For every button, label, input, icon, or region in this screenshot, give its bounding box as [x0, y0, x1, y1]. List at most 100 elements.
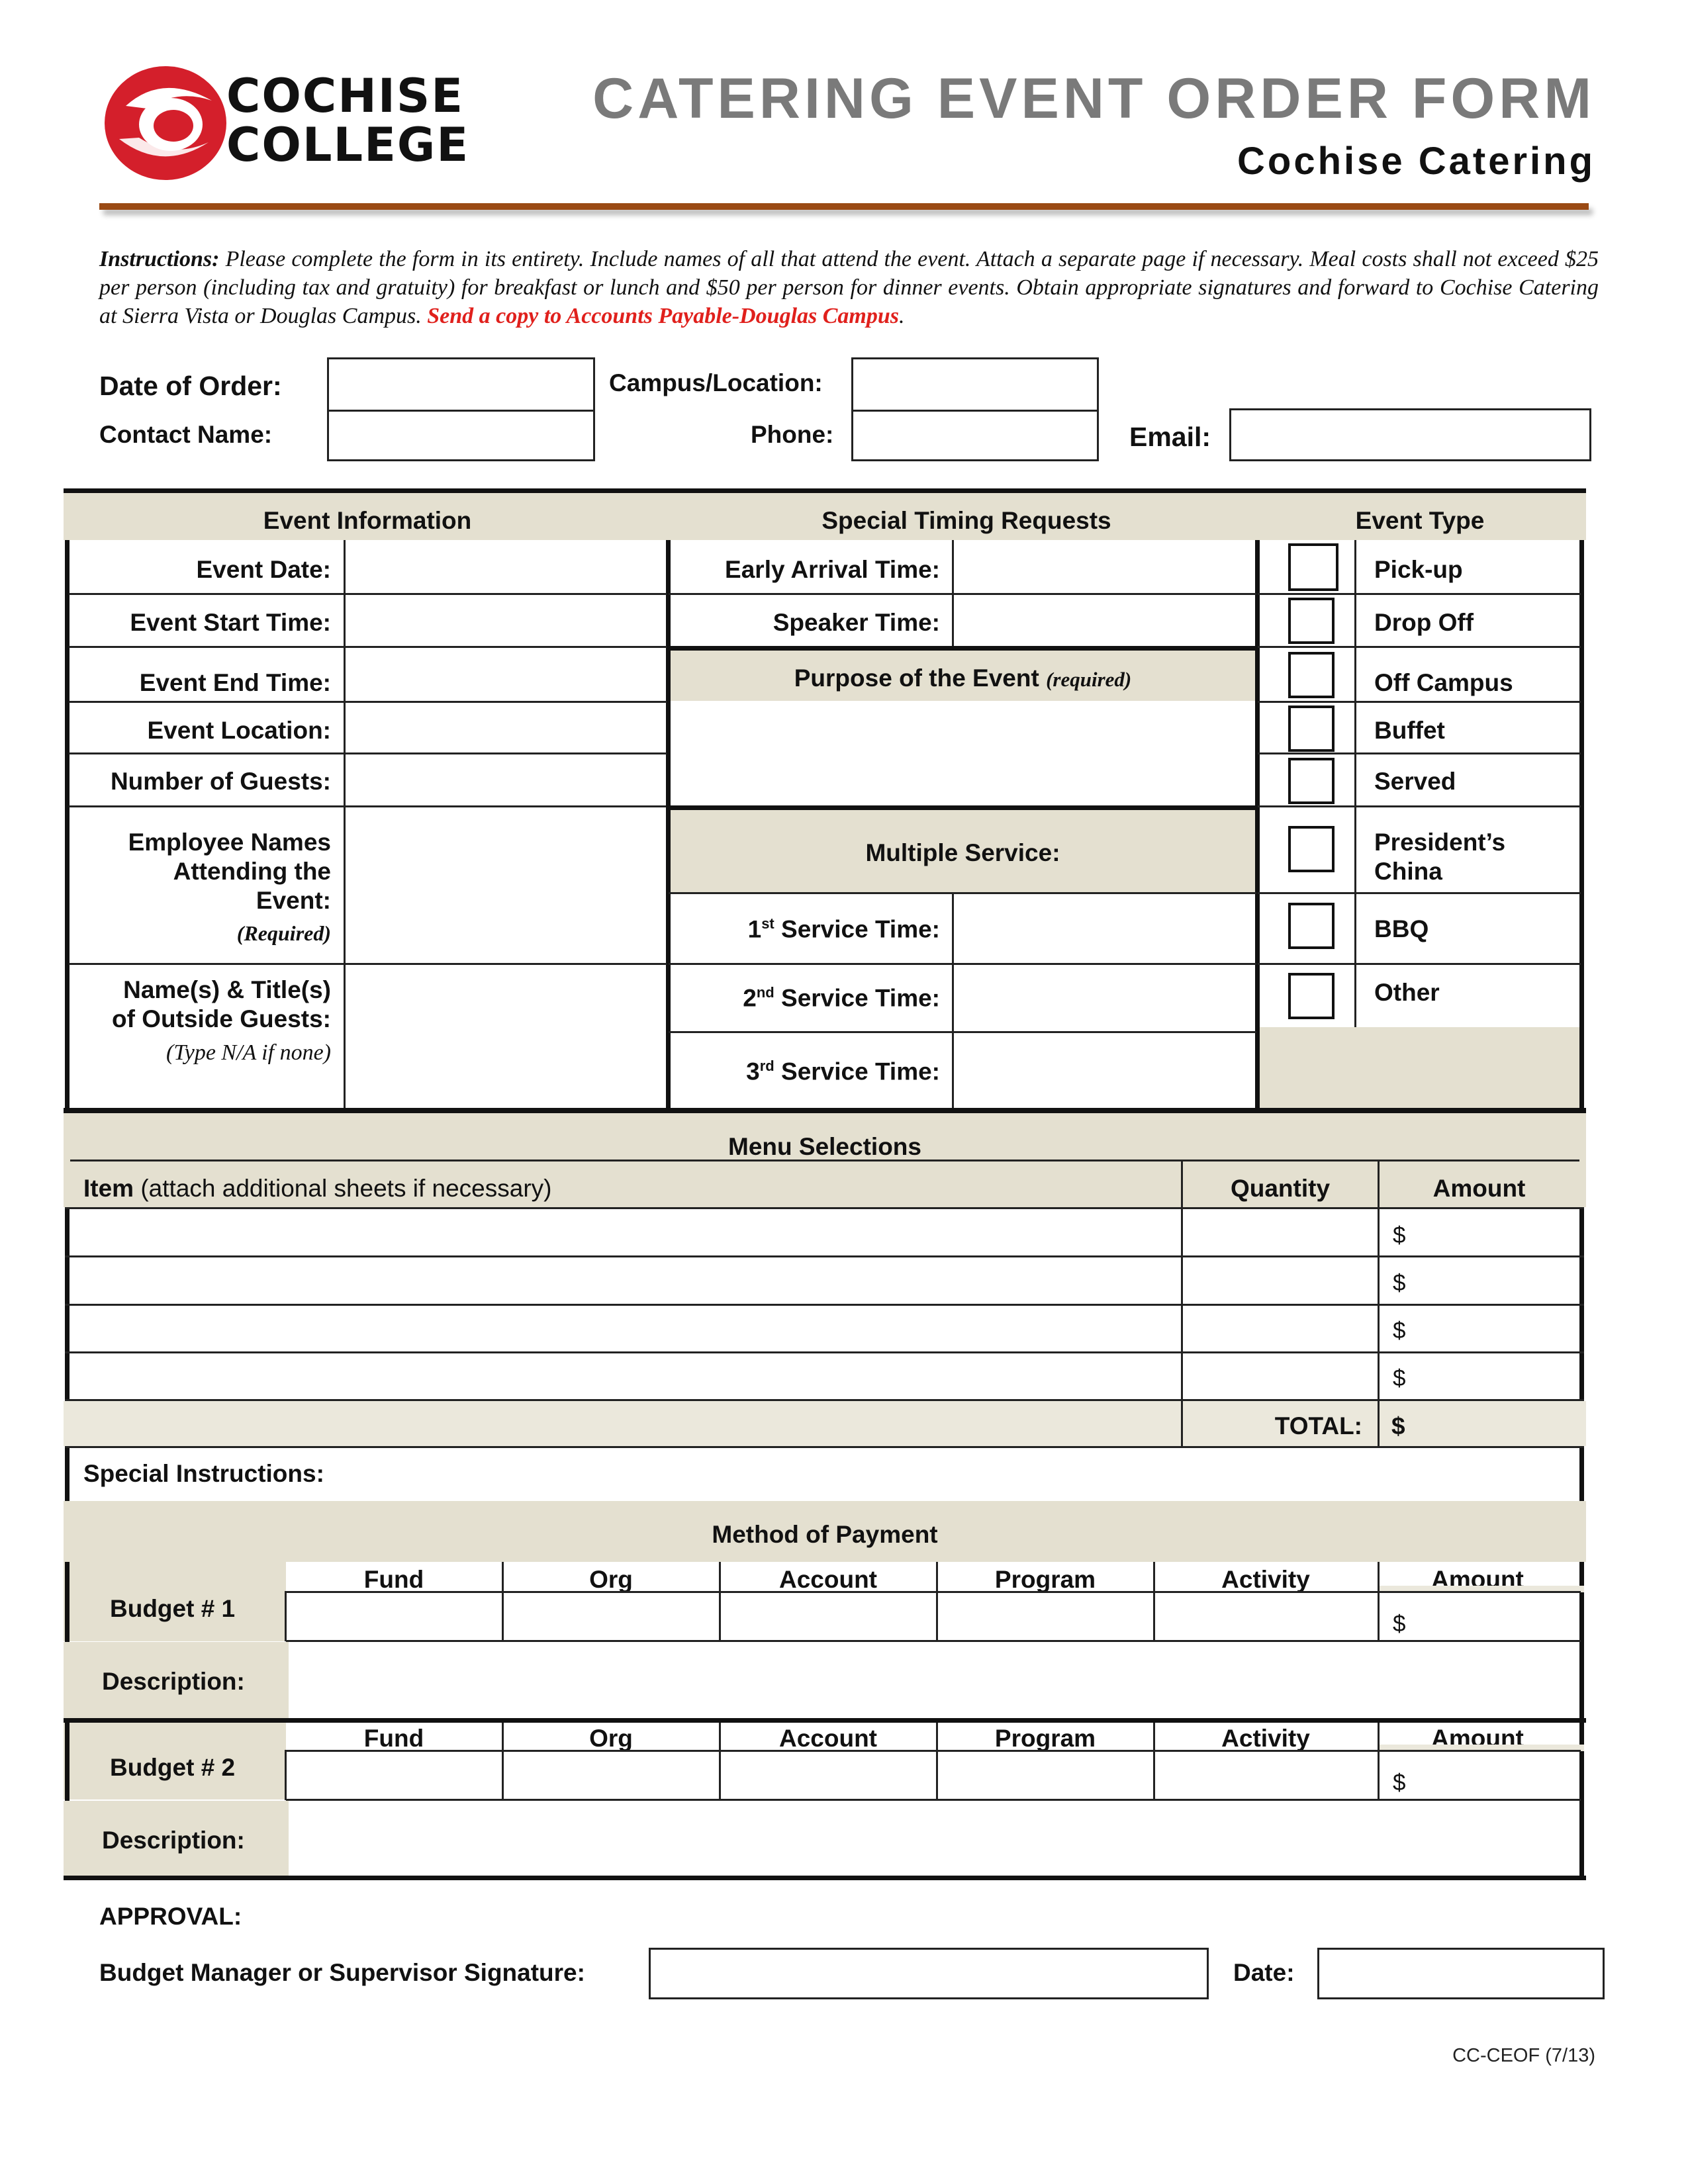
speaker-time-field[interactable]	[955, 596, 1252, 645]
event-location-field[interactable]	[346, 703, 664, 751]
off-campus-checkbox[interactable]	[1288, 652, 1335, 698]
first-service-text: Service Time:	[781, 915, 940, 943]
menu-amount-dollar-2[interactable]: $	[1393, 1270, 1406, 1296]
signature-label: Budget Manager or Supervisor Signature:	[99, 1959, 585, 1986]
special-left-border	[65, 1447, 70, 1501]
presidents-china-checkbox[interactable]	[1288, 826, 1335, 872]
timing-row-line-3	[669, 892, 1256, 894]
menu-header: Menu Selections	[728, 1133, 921, 1160]
event-type-filler	[1260, 1027, 1579, 1108]
budget-1-row-line	[286, 1640, 1581, 1642]
event-date-field[interactable]	[346, 543, 664, 592]
number-of-guests-label: Number of Guests:	[110, 768, 331, 795]
special-instructions-field[interactable]	[357, 1451, 1575, 1500]
budget-2-program-field[interactable]	[939, 1752, 1152, 1797]
budget-2-account-field[interactable]	[722, 1752, 935, 1797]
bbq-label: BBQ	[1374, 915, 1429, 942]
first-service-field[interactable]	[955, 895, 1252, 961]
budget-1-account-header: Account	[779, 1566, 877, 1593]
menu-col-divider-1	[1181, 1160, 1183, 1447]
employee-names-field[interactable]	[346, 808, 664, 962]
budget-1-amount-dollar[interactable]: $	[1393, 1611, 1406, 1637]
budget-2-fund-field[interactable]	[287, 1752, 500, 1797]
second-service-field[interactable]	[955, 966, 1252, 1029]
menu-qty-field-1[interactable]	[1184, 1210, 1375, 1253]
served-checkbox[interactable]	[1288, 758, 1335, 804]
budget-2-org-field[interactable]	[504, 1752, 718, 1797]
budget-2-amount-dollar[interactable]: $	[1393, 1770, 1406, 1796]
budget-1-program-field[interactable]	[939, 1594, 1152, 1639]
budget-1-fund-field[interactable]	[287, 1594, 500, 1639]
second-service-sup: nd	[756, 984, 774, 1001]
menu-total-dollar[interactable]: $	[1391, 1412, 1405, 1439]
pickup-checkbox[interactable]	[1288, 543, 1338, 591]
budget-1-label-bg	[64, 1562, 286, 1641]
bbq-checkbox[interactable]	[1288, 903, 1335, 949]
type-row-line-3	[1258, 701, 1581, 703]
event-start-time-field[interactable]	[346, 596, 664, 645]
budget-1-account-field[interactable]	[722, 1594, 935, 1639]
menu-amount-dollar-4[interactable]: $	[1393, 1365, 1406, 1391]
event-end-time-field[interactable]	[346, 649, 664, 699]
menu-item-field-2[interactable]	[71, 1258, 1178, 1302]
early-arrival-field[interactable]	[955, 543, 1252, 592]
dropoff-checkbox[interactable]	[1288, 598, 1335, 644]
approval-date-field[interactable]	[1317, 1948, 1605, 1999]
purpose-bottom-border	[666, 805, 1260, 810]
menu-item-field-1[interactable]	[71, 1210, 1178, 1253]
purpose-field[interactable]	[671, 703, 1255, 805]
budget-2-label: Budget # 2	[110, 1754, 236, 1781]
budget-1-description-field[interactable]	[291, 1644, 1575, 1717]
budget-2-description-label: Description:	[102, 1827, 245, 1854]
menu-qty-field-2[interactable]	[1184, 1258, 1375, 1302]
outside-guests-note: (Type N/A if none)	[166, 1040, 331, 1065]
other-checkbox[interactable]	[1288, 973, 1335, 1019]
menu-amount-dollar-3[interactable]: $	[1393, 1318, 1406, 1343]
presidents-china-label-1: President’s	[1374, 829, 1506, 856]
phone-field[interactable]	[851, 410, 1099, 461]
other-label: Other	[1374, 979, 1440, 1006]
budget-1-left-border	[65, 1562, 70, 1721]
budget-1-program-header: Program	[994, 1566, 1096, 1593]
signature-field[interactable]	[649, 1948, 1209, 1999]
special-instructions-label: Special Instructions:	[83, 1460, 324, 1487]
budget-1-activity-field[interactable]	[1156, 1594, 1376, 1639]
date-of-order-field[interactable]	[327, 357, 595, 412]
event-date-label: Event Date:	[196, 556, 331, 583]
instructions-highlight: Send a copy to Accounts Payable-Douglas …	[427, 304, 900, 328]
menu-item-field-3[interactable]	[71, 1306, 1178, 1349]
second-service-text: Service Time:	[781, 984, 940, 1012]
instructions-body: Please complete the form in its entirety…	[99, 247, 1599, 328]
budget-2-div-2	[719, 1723, 721, 1800]
budget-2-activity-field[interactable]	[1156, 1752, 1376, 1797]
budget-2-label-bg	[64, 1723, 286, 1799]
budget-2-fund-header: Fund	[363, 1725, 424, 1752]
budget-1-org-field[interactable]	[504, 1594, 718, 1639]
buffet-checkbox[interactable]	[1288, 705, 1335, 752]
third-service-field[interactable]	[955, 1034, 1252, 1107]
third-service-text: Service Time:	[781, 1058, 940, 1085]
menu-qty-field-3[interactable]	[1184, 1306, 1375, 1349]
menu-qty-field-4[interactable]	[1184, 1354, 1375, 1397]
outside-guests-field[interactable]	[346, 966, 664, 1106]
budget-1-header-line	[286, 1591, 1581, 1593]
menu-total-divider-1	[1181, 1401, 1183, 1446]
menu-item-field-4[interactable]	[71, 1354, 1178, 1397]
college-logo: COCHISE COLLEGE	[99, 60, 470, 182]
employee-names-label-3: Event:	[256, 887, 331, 914]
budget-1-div-4	[1153, 1562, 1155, 1641]
budget-2-description-field[interactable]	[291, 1803, 1575, 1874]
menu-row-line-4	[65, 1399, 1584, 1401]
campus-location-field[interactable]	[851, 357, 1099, 412]
menu-row-line-2	[65, 1304, 1584, 1306]
number-of-guests-field[interactable]	[346, 754, 664, 803]
first-service-sup: st	[761, 915, 774, 932]
contact-name-field[interactable]	[327, 410, 595, 461]
payment-header: Method of Payment	[712, 1521, 938, 1548]
menu-header-line	[70, 1160, 1579, 1161]
email-field[interactable]	[1229, 408, 1591, 461]
budget-2-right-border	[1579, 1723, 1584, 1879]
campus-location-label: Campus/Location:	[609, 369, 823, 396]
menu-amount-dollar-1[interactable]: $	[1393, 1222, 1406, 1248]
